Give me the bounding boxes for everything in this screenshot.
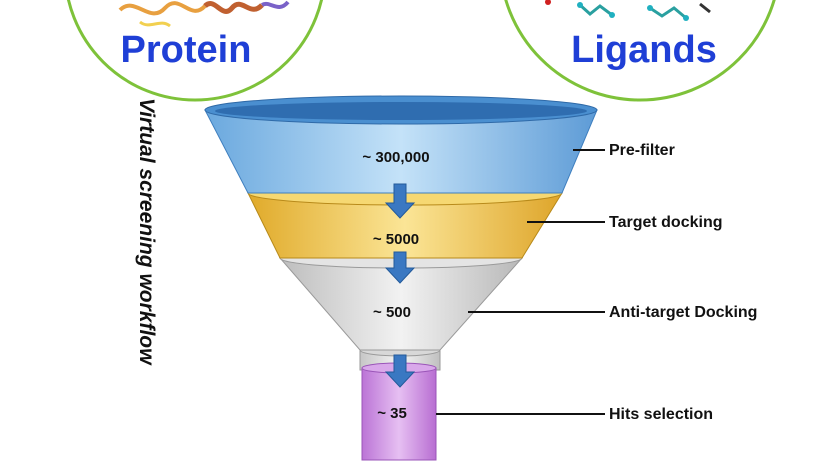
down-arrow-2: [384, 251, 416, 284]
protein-label: Protein: [121, 29, 252, 71]
protein-circle: Protein: [66, 0, 324, 102]
anti-target-count: ~ 500: [373, 304, 411, 321]
target-docking-count: ~ 5000: [373, 231, 419, 248]
side-title: Virtual screening workflow: [135, 98, 158, 366]
protein-structure-icon: [118, 0, 290, 28]
prefilter-label: Pre-filter: [609, 142, 675, 159]
funnel: ~ 300,000 ~ 5000 ~ 500 ~ 35: [204, 95, 598, 461]
ligand-molecules-icon: [545, 0, 711, 21]
anti-target-label: Anti-target Docking: [609, 304, 757, 321]
down-arrow-3: [384, 354, 416, 388]
protein-circle-outline: [66, 0, 324, 102]
funnel-top-opening: [215, 102, 587, 120]
hits-count: ~ 35: [377, 405, 407, 422]
ligands-label: Ligands: [571, 29, 717, 71]
down-arrow-1: [384, 183, 416, 219]
ligands-circle-outline: [504, 0, 776, 102]
target-docking-label: Target docking: [609, 214, 723, 231]
prefilter-count: ~ 300,000: [362, 149, 429, 166]
funnel-stage-prefilter: [204, 95, 598, 194]
ligands-circle: Ligands: [504, 0, 776, 102]
hits-selection-label: Hits selection: [609, 406, 713, 423]
